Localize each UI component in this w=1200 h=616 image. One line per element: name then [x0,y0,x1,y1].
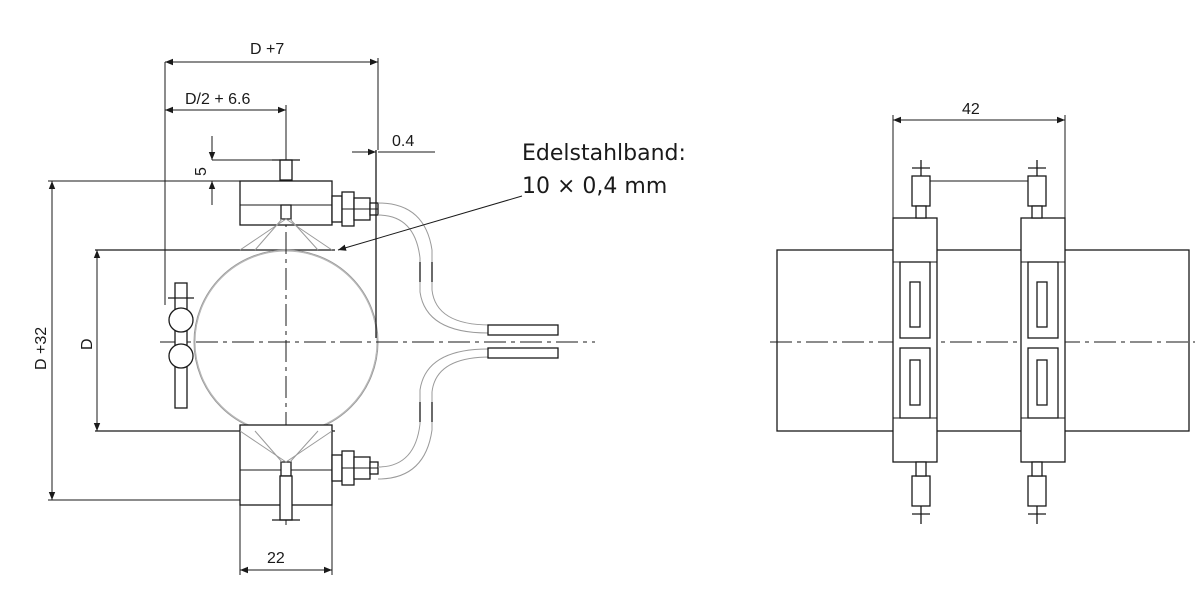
dim-side-width: 42 [962,101,980,118]
dim-block-width: 22 [267,550,285,567]
dim-screw-height: 5 [193,167,210,176]
front-view: D +7 D/2 + 6.6 0.4 5 D +32 D 22 Edelstah… [33,41,686,575]
dim-top-width: D +7 [250,41,284,58]
callout-leader [337,195,523,251]
callout-size: 10 × 0,4 mm [522,174,667,199]
callout-material: Edelstahlband: [522,141,686,166]
pipe-body [776,249,1190,432]
dim-half-width: D/2 + 6.6 [185,91,250,108]
dim-diameter: D [79,338,96,350]
bottom-cable-gland [331,450,379,486]
side-clamp-left [892,160,938,524]
side-view: 42 [770,101,1195,524]
side-clamp-right [1020,160,1066,524]
top-cable-gland [331,191,379,227]
steel-band [377,202,559,480]
dim-outer-height: D +32 [33,327,50,370]
dim-band-offset: 0.4 [392,133,414,150]
